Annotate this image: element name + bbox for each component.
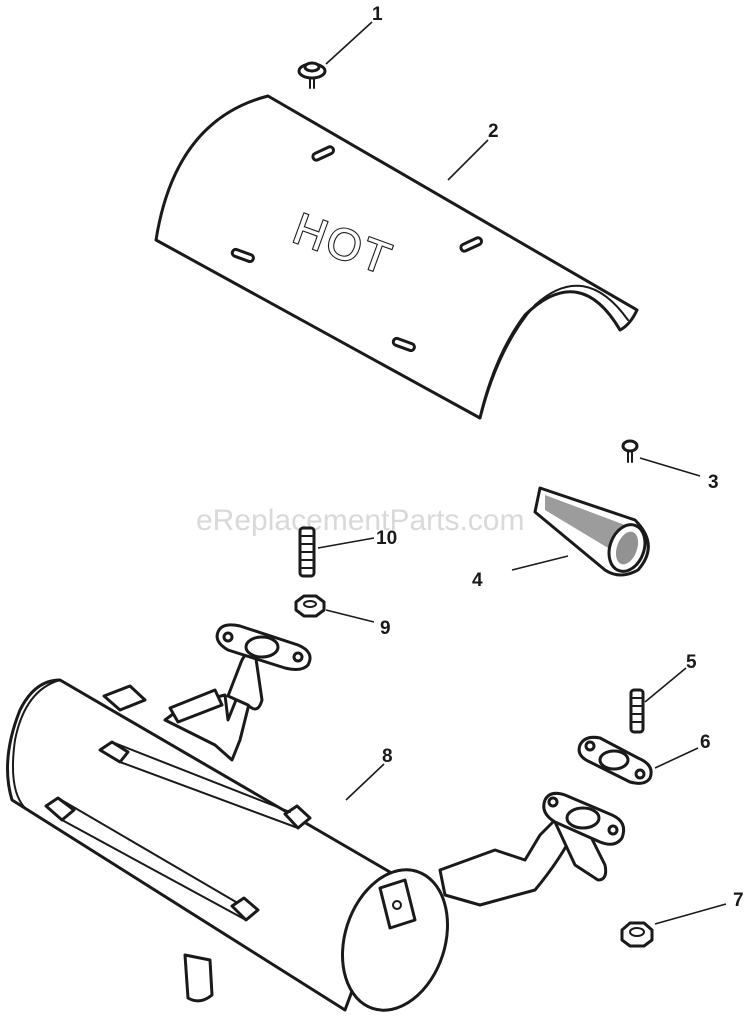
part-6-gasket[interactable] [577, 735, 653, 785]
leader-5 [644, 667, 687, 703]
watermark-text: eReplacementParts.com [196, 504, 524, 537]
leader-2 [447, 139, 489, 181]
part-4-spark-arrestor[interactable] [533, 486, 651, 577]
callout-5: 5 [686, 652, 697, 673]
part-1-screw[interactable] [297, 61, 327, 89]
part-9-nut[interactable] [294, 594, 326, 618]
leader-10 [317, 537, 375, 549]
leader-3 [639, 457, 701, 477]
part-10-stud[interactable] [298, 526, 316, 578]
callout-10: 10 [376, 528, 397, 549]
leader-6 [654, 747, 699, 769]
callout-2: 2 [488, 121, 499, 142]
callout-6: 6 [700, 732, 711, 753]
callout-8: 8 [382, 746, 393, 767]
callout-7: 7 [733, 890, 744, 911]
part-8-muffler[interactable] [6, 623, 626, 1024]
part-5-stud[interactable] [629, 688, 645, 734]
part-7-nut[interactable] [620, 921, 654, 948]
part-3-screw[interactable] [621, 439, 639, 463]
callout-4: 4 [472, 570, 483, 591]
leader-8 [345, 763, 385, 801]
leader-7 [654, 903, 727, 925]
part-2-heat-shield[interactable]: HOT [154, 94, 639, 420]
leader-9 [325, 609, 375, 623]
callout-9: 9 [380, 618, 391, 639]
callout-1: 1 [372, 4, 383, 25]
callout-3: 3 [708, 472, 719, 493]
leader-1 [325, 21, 373, 65]
leader-4 [511, 555, 569, 571]
